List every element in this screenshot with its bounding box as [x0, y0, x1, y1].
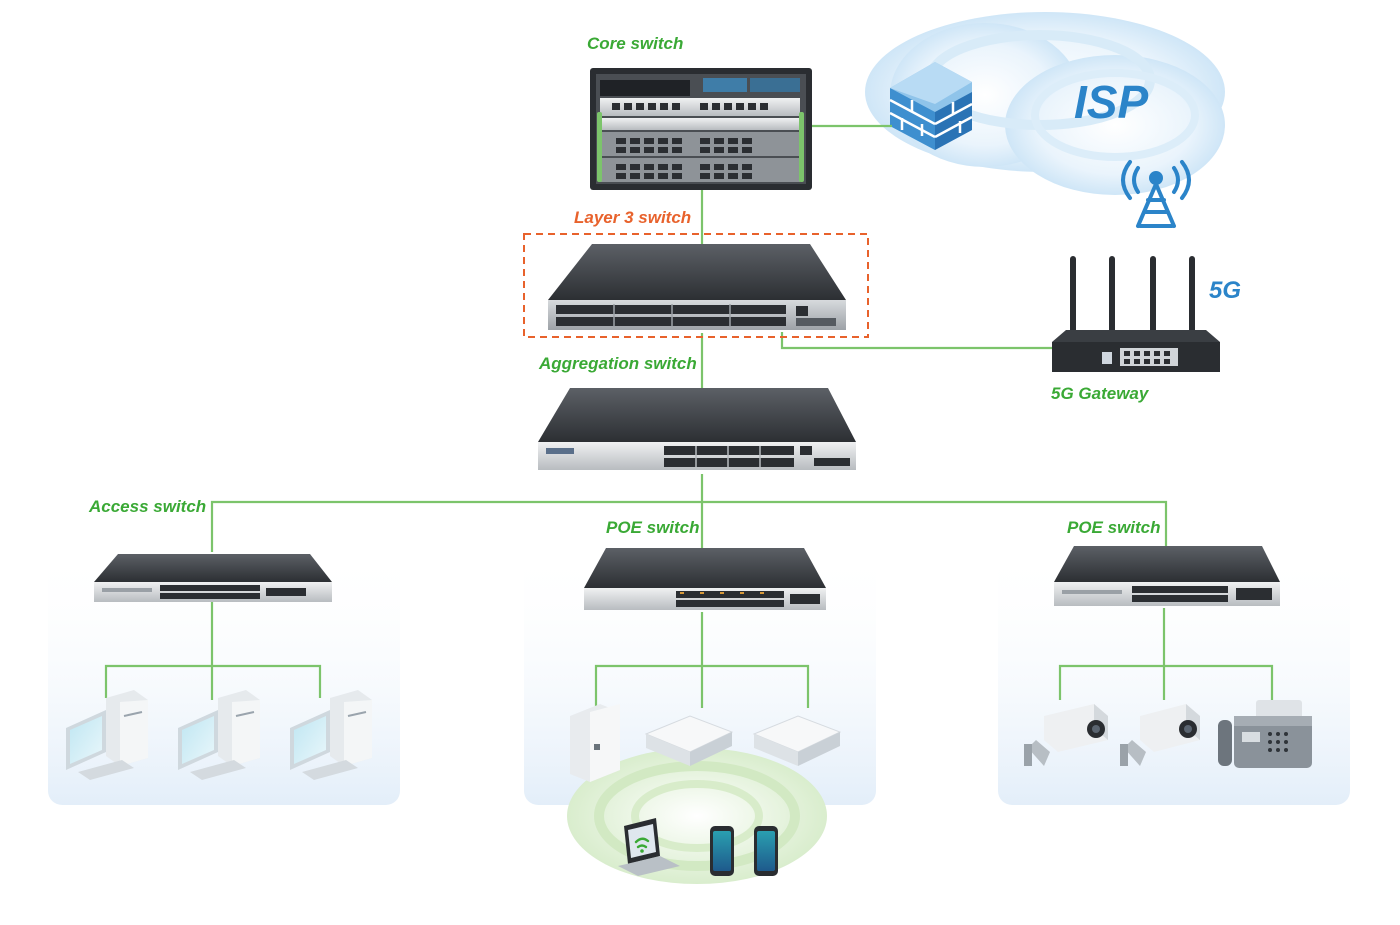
poe-switch-middle-label: POE switch	[606, 518, 700, 537]
aggregation-switch	[538, 388, 856, 470]
smartphone-1	[710, 826, 734, 876]
firewall-icon	[889, 62, 973, 150]
poe-switch-middle	[584, 548, 826, 610]
desktop-pc-2	[178, 690, 260, 780]
ceiling-access-point-1	[644, 715, 734, 766]
cell-tower-icon	[1121, 160, 1191, 228]
5g-gateway-label: 5G Gateway	[1051, 384, 1150, 403]
5g-gateway	[1052, 256, 1220, 372]
5g-badge: 5G	[1209, 277, 1241, 304]
poe-switch-right-label: POE switch	[1067, 518, 1161, 537]
isp-label: ISP	[1074, 76, 1148, 128]
core-switch-label: Core switch	[587, 34, 683, 53]
network-links	[104, 124, 1274, 708]
layer3-switch-label: Layer 3 switch	[574, 208, 691, 227]
layer3-dashed-box	[523, 233, 869, 338]
security-camera-2	[1120, 704, 1200, 766]
laptop-icon	[618, 818, 680, 876]
access-switch-label: Access switch	[88, 497, 206, 516]
smartphone-2	[754, 826, 778, 876]
ip-phone-icon	[1218, 700, 1312, 768]
access-switch	[94, 554, 332, 602]
security-camera-1	[1024, 704, 1108, 766]
desktop-pc-1	[66, 690, 148, 780]
wall-access-point	[570, 704, 620, 782]
ceiling-access-point-2	[752, 715, 842, 766]
desktop-pc-3	[290, 690, 372, 780]
layer3-switch	[548, 244, 846, 330]
poe-switch-right	[1054, 546, 1280, 606]
aggregation-switch-label: Aggregation switch	[538, 354, 697, 373]
core-switch	[590, 68, 812, 190]
